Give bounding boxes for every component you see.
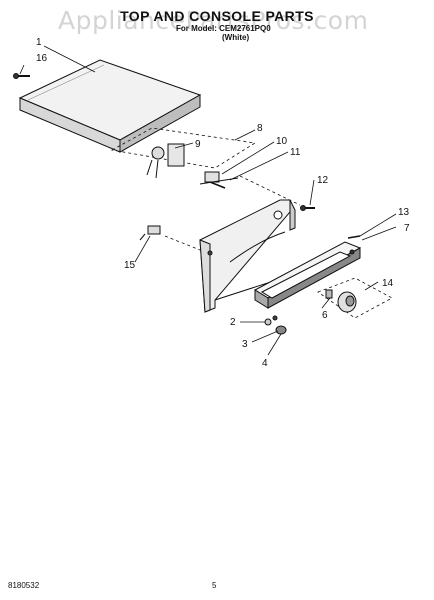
top-panel <box>18 59 202 153</box>
callout-6: 6 <box>322 310 328 321</box>
callout-7: 7 <box>404 223 410 234</box>
model-number: For Model: CEM2761PQ0 <box>176 24 271 33</box>
small-parts-2-3-4 <box>264 315 287 335</box>
callout-4: 4 <box>262 358 268 369</box>
callout-3: 3 <box>242 339 248 350</box>
callout-11: 11 <box>290 147 301 158</box>
console-panel <box>199 199 346 313</box>
color-note: (White) <box>222 33 250 42</box>
callout-1: 1 <box>36 37 42 48</box>
callout-16: 16 <box>36 53 48 64</box>
callout-10: 10 <box>276 136 288 147</box>
control-knob <box>337 291 357 313</box>
screw-16 <box>13 73 30 79</box>
callout-13: 13 <box>398 207 410 218</box>
screw-12 <box>300 205 315 211</box>
page-number: 5 <box>212 581 217 590</box>
callout-8: 8 <box>257 123 263 134</box>
callout-9: 9 <box>195 139 201 150</box>
callout-2: 2 <box>230 317 236 328</box>
document-number: 8180532 <box>8 581 40 590</box>
watermark-text: AppliancePartsPros.com <box>58 6 369 35</box>
screw-13 <box>347 235 361 239</box>
knob-clip-6 <box>325 289 333 299</box>
callout-12: 12 <box>317 175 329 186</box>
callout-15: 15 <box>124 260 136 271</box>
bracket-part <box>199 171 239 189</box>
switch-15 <box>139 225 161 241</box>
control-bezel <box>253 241 362 309</box>
callout-14: 14 <box>382 278 394 289</box>
timer-part <box>146 143 185 179</box>
diagram-title: TOP AND CONSOLE PARTS <box>120 8 314 24</box>
